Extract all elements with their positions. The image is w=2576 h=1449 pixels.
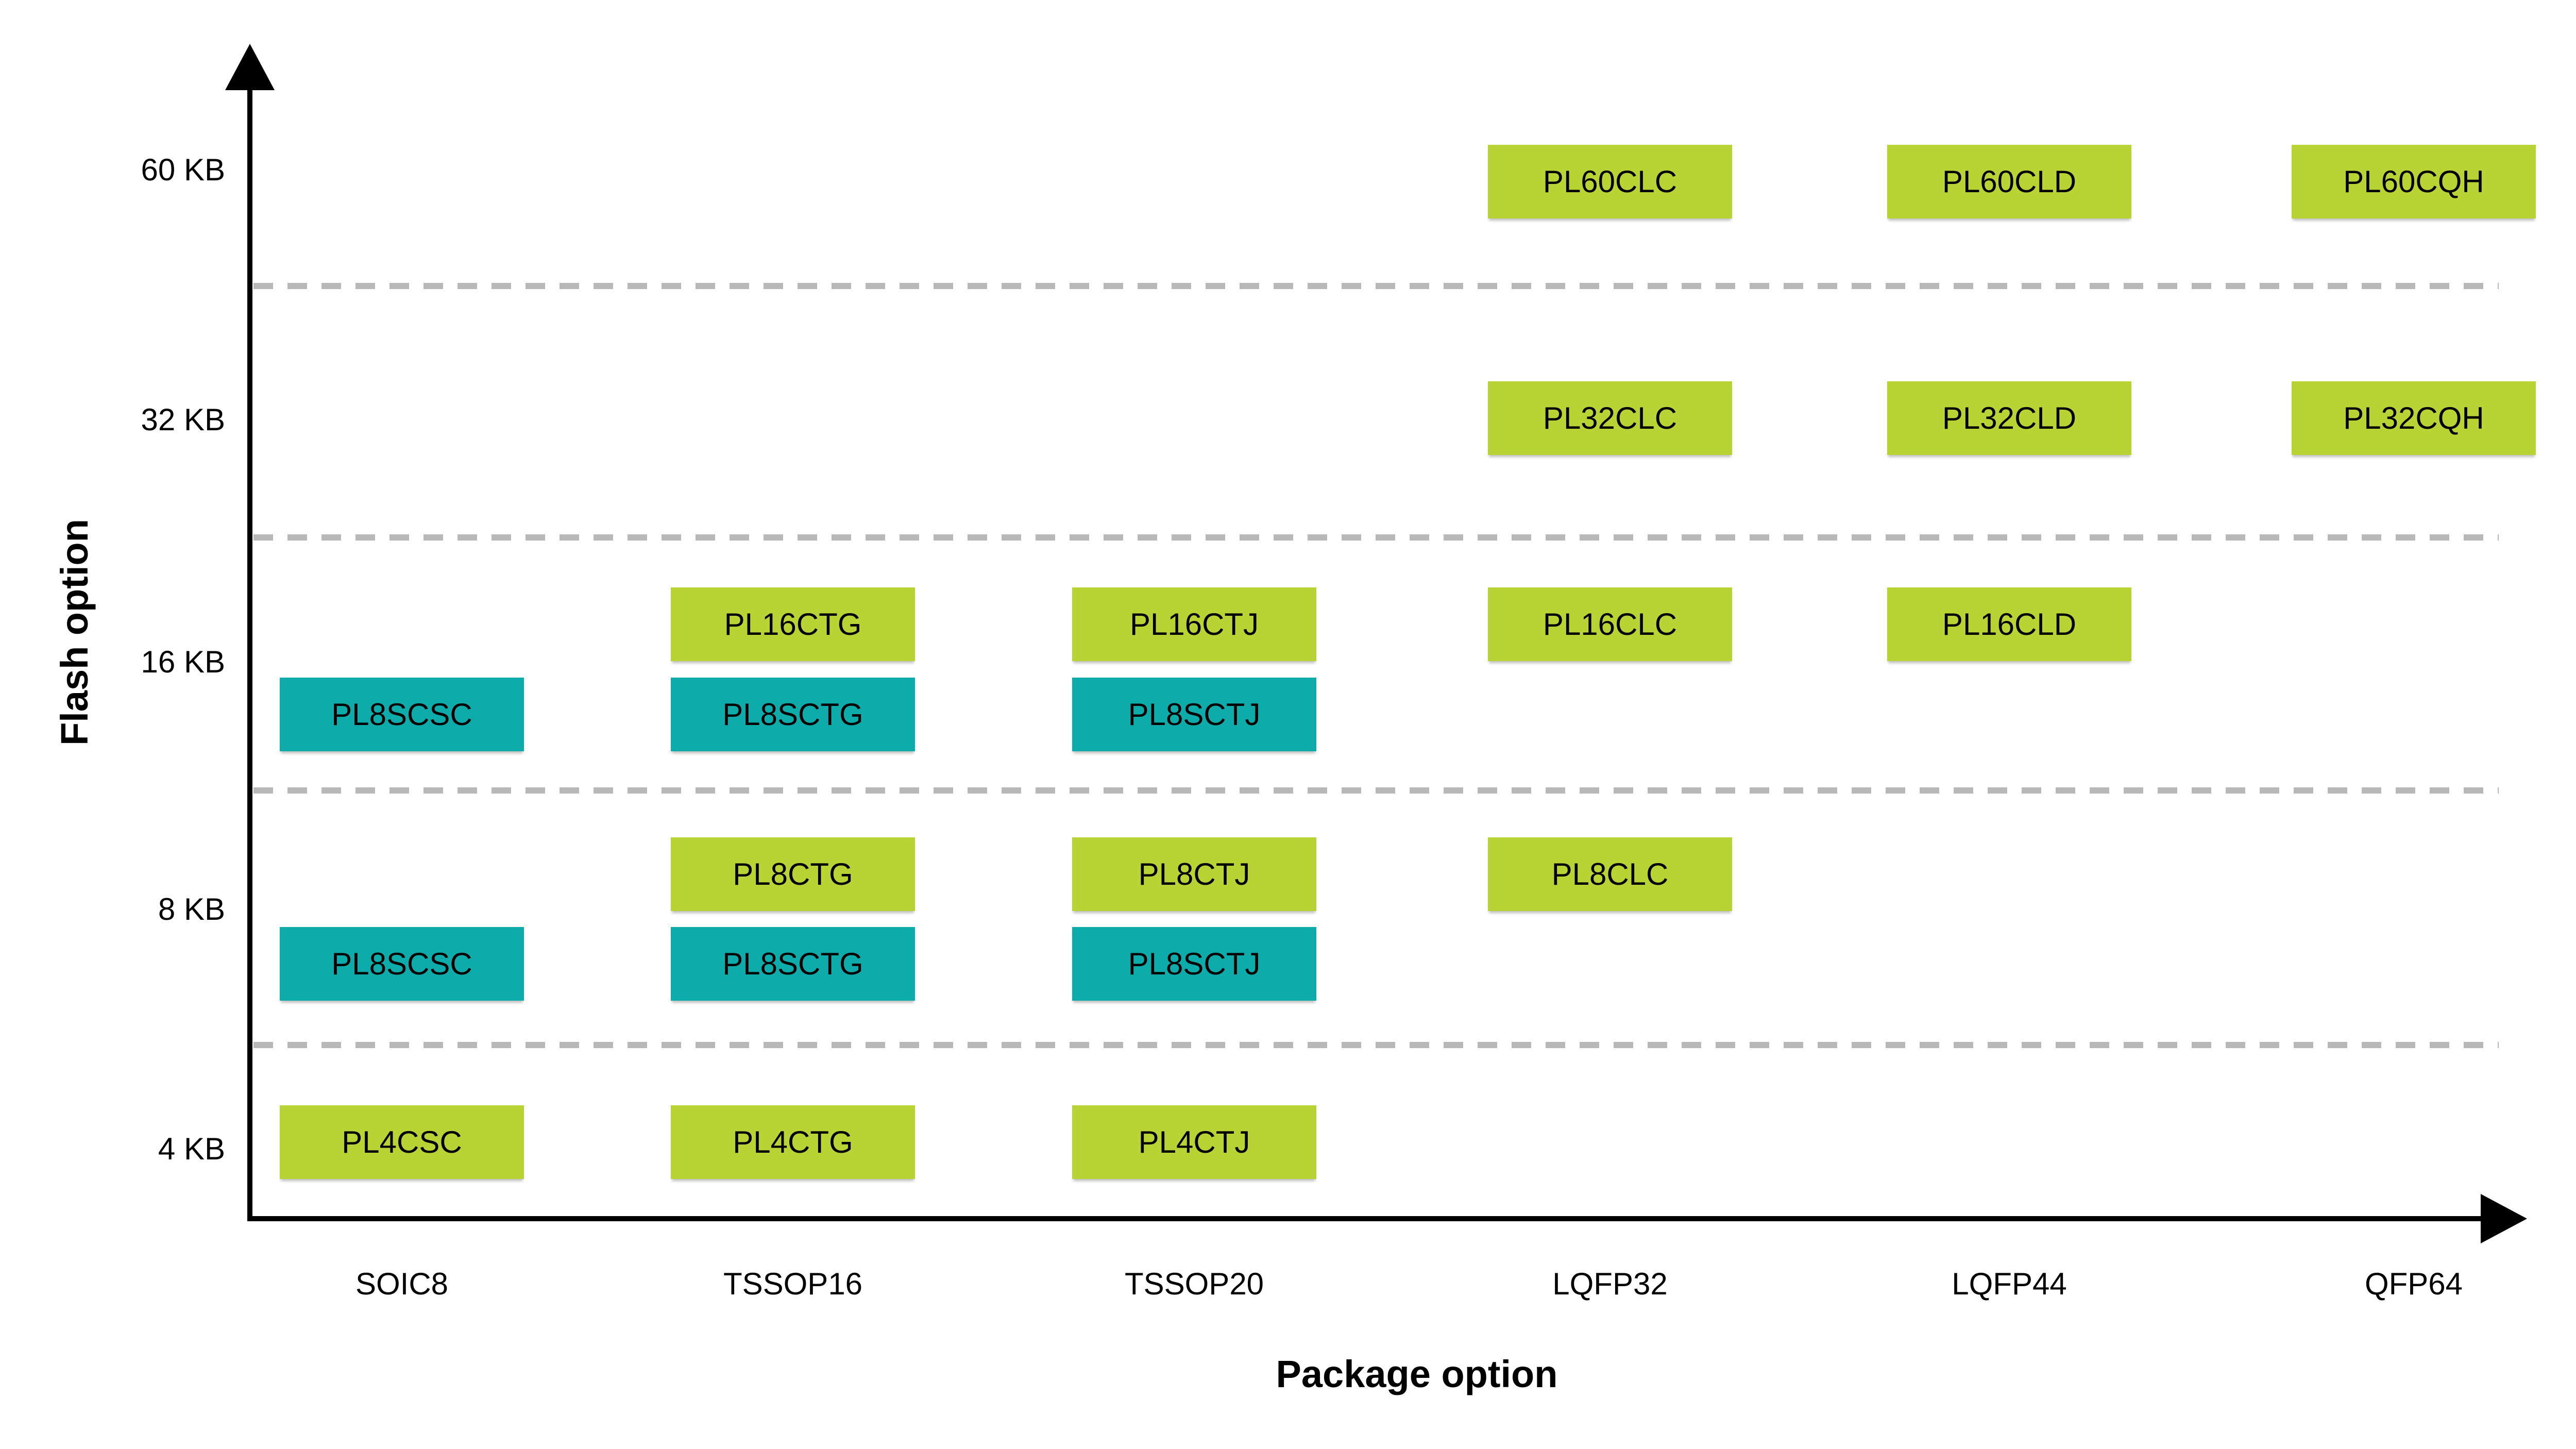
part-label: PL32CQH bbox=[2343, 400, 2484, 435]
part-box-PL16CTJ: PL16CTJ bbox=[1072, 587, 1316, 661]
part-label: PL8CLC bbox=[1551, 856, 1669, 891]
part-box-PL8CTG: PL8CTG bbox=[671, 837, 915, 911]
part-label: PL4CTJ bbox=[1138, 1124, 1250, 1159]
part-box-PL4CTJ: PL4CTJ bbox=[1072, 1105, 1316, 1179]
part-label: PL8SCTJ bbox=[1128, 946, 1261, 981]
y-axis-arrow-icon bbox=[225, 44, 275, 90]
part-box-PL32CLD: PL32CLD bbox=[1887, 381, 2131, 455]
part-label: PL4CTG bbox=[733, 1124, 853, 1159]
x-tick-label: LQFP44 bbox=[1952, 1267, 2067, 1301]
part-box-PL8SCSC: PL8SCSC bbox=[280, 678, 524, 751]
x-axis-arrow-icon bbox=[2481, 1194, 2527, 1243]
band-separator-dashed-line bbox=[253, 787, 2499, 794]
part-box-PL16CTG: PL16CTG bbox=[671, 587, 915, 661]
part-label: PL32CLD bbox=[1942, 400, 2077, 435]
part-label: PL32CLC bbox=[1543, 400, 1677, 435]
part-box-PL32CLC: PL32CLC bbox=[1488, 381, 1732, 455]
band-separator-dashed-line bbox=[253, 534, 2499, 541]
x-axis-title: Package option bbox=[1276, 1353, 1558, 1395]
band-separator-dashed-line bbox=[253, 283, 2499, 289]
part-box-PL60CLC: PL60CLC bbox=[1488, 145, 1732, 218]
part-box-PL8SCSC: PL8SCSC bbox=[280, 927, 524, 1001]
part-label: PL4CSC bbox=[342, 1124, 462, 1159]
part-label: PL8CTJ bbox=[1138, 856, 1250, 891]
part-label: PL60CQH bbox=[2343, 164, 2484, 199]
part-box-PL32CQH: PL32CQH bbox=[2292, 381, 2536, 455]
y-tick-label: 4 KB bbox=[158, 1132, 225, 1166]
part-box-PL8CTJ: PL8CTJ bbox=[1072, 837, 1316, 911]
part-box-PL4CTG: PL4CTG bbox=[671, 1105, 915, 1179]
band-separator-dashed-line bbox=[253, 1042, 2499, 1048]
part-box-PL16CLD: PL16CLD bbox=[1887, 587, 2131, 661]
part-label: PL16CLC bbox=[1543, 606, 1677, 642]
part-box-PL60CLD: PL60CLD bbox=[1887, 145, 2131, 218]
part-label: PL8SCSC bbox=[331, 946, 472, 981]
y-tick-label: 32 KB bbox=[141, 402, 225, 437]
part-box-PL8SCTG: PL8SCTG bbox=[671, 927, 915, 1001]
part-box-PL8SCTJ: PL8SCTJ bbox=[1072, 678, 1316, 751]
part-label: PL16CTG bbox=[724, 606, 862, 642]
part-label: PL8SCTG bbox=[722, 946, 863, 981]
part-label: PL16CTJ bbox=[1129, 606, 1259, 642]
y-tick-label: 8 KB bbox=[158, 892, 225, 926]
part-box-PL8SCTG: PL8SCTG bbox=[671, 678, 915, 751]
y-axis-line bbox=[247, 82, 252, 1221]
part-label: PL8SCTG bbox=[722, 697, 863, 732]
part-box-PL60CQH: PL60CQH bbox=[2292, 145, 2536, 218]
part-label: PL60CLC bbox=[1543, 164, 1677, 199]
part-label: PL16CLD bbox=[1942, 606, 2077, 642]
part-label: PL8SCSC bbox=[331, 697, 472, 732]
x-tick-label: LQFP32 bbox=[1552, 1267, 1668, 1301]
part-box-PL4CSC: PL4CSC bbox=[280, 1105, 524, 1179]
x-tick-label: TSSOP20 bbox=[1124, 1267, 1264, 1301]
part-box-PL8CLC: PL8CLC bbox=[1488, 837, 1732, 911]
x-tick-label: SOIC8 bbox=[355, 1267, 449, 1301]
part-label: PL8SCTJ bbox=[1128, 697, 1261, 732]
part-box-PL16CLC: PL16CLC bbox=[1488, 587, 1732, 661]
y-tick-label: 60 KB bbox=[141, 153, 225, 187]
y-tick-label: 16 KB bbox=[141, 645, 225, 679]
part-box-PL8SCTJ: PL8SCTJ bbox=[1072, 927, 1316, 1001]
x-axis-line bbox=[247, 1216, 2483, 1221]
part-label: PL8CTG bbox=[733, 856, 853, 891]
x-tick-label: QFP64 bbox=[2364, 1267, 2463, 1301]
x-tick-label: TSSOP16 bbox=[723, 1267, 863, 1301]
y-axis-title: Flash option bbox=[53, 519, 96, 746]
part-label: PL60CLD bbox=[1942, 164, 2077, 199]
